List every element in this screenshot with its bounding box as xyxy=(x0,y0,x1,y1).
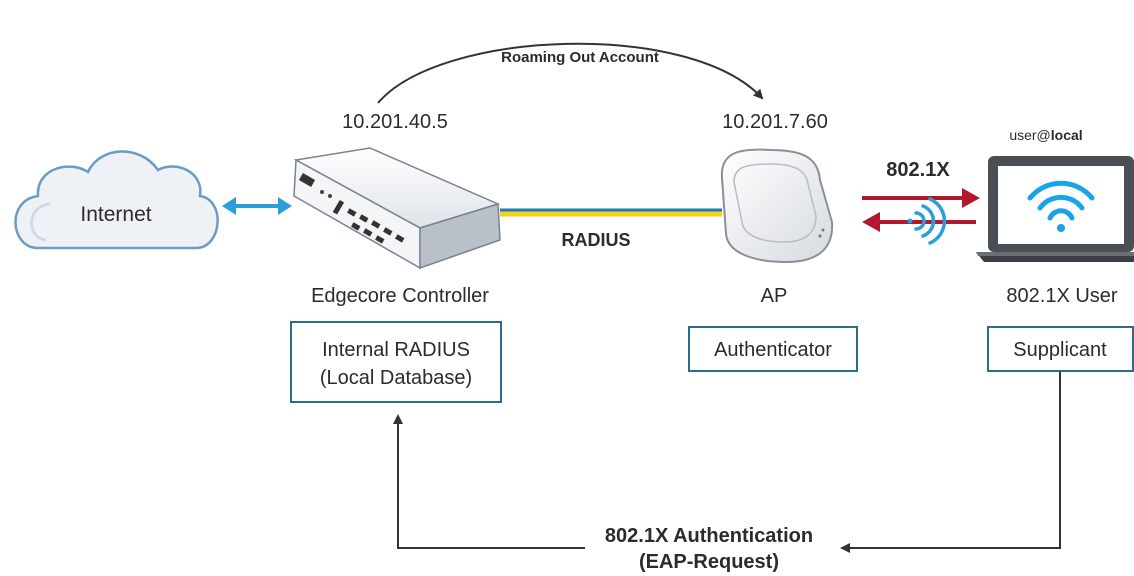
internet-link-arrow xyxy=(222,197,292,215)
authenticator-box: Authenticator xyxy=(688,326,858,372)
user-label: 802.1X User xyxy=(1006,285,1118,307)
supplicant-box: Supplicant xyxy=(987,326,1134,372)
controller-device-icon xyxy=(293,147,501,270)
authenticator-label: Authenticator xyxy=(714,339,832,361)
user-suffix: local xyxy=(1051,127,1083,143)
internal-radius-line2: (Local Database) xyxy=(320,367,472,389)
controller-ip: 10.201.40.5 xyxy=(342,111,448,133)
roaming-label: Roaming Out Account xyxy=(501,49,659,66)
internal-radius-box: Internal RADIUS (Local Database) xyxy=(290,321,502,403)
ap-ip: 10.201.7.60 xyxy=(722,111,828,133)
user-account-label: user@local xyxy=(1009,127,1082,143)
radius-link xyxy=(500,208,722,217)
auth-flow-line1: 802.1X Authentication xyxy=(605,525,813,547)
laptop-icon xyxy=(976,156,1134,262)
internet-label: Internet xyxy=(80,203,151,226)
access-point-icon xyxy=(720,148,834,264)
roaming-arrow xyxy=(377,42,764,104)
wifi-icon xyxy=(1027,180,1095,232)
ap-label: AP xyxy=(761,285,788,307)
auth-flow-line2: (EAP-Request) xyxy=(639,551,779,573)
controller-label: Edgecore Controller xyxy=(311,285,489,307)
internal-radius-line1: Internal RADIUS xyxy=(322,339,470,361)
user-prefix: user@ xyxy=(1009,127,1050,143)
wireless-signal-icon xyxy=(907,197,947,245)
protocol-label: 802.1X xyxy=(886,159,950,181)
cloud-icon xyxy=(14,150,219,250)
supplicant-label: Supplicant xyxy=(1013,339,1107,361)
radius-link-label: RADIUS xyxy=(561,230,630,250)
authentication-flow-line xyxy=(393,372,1061,553)
auth-exchange-arrows xyxy=(862,188,980,232)
